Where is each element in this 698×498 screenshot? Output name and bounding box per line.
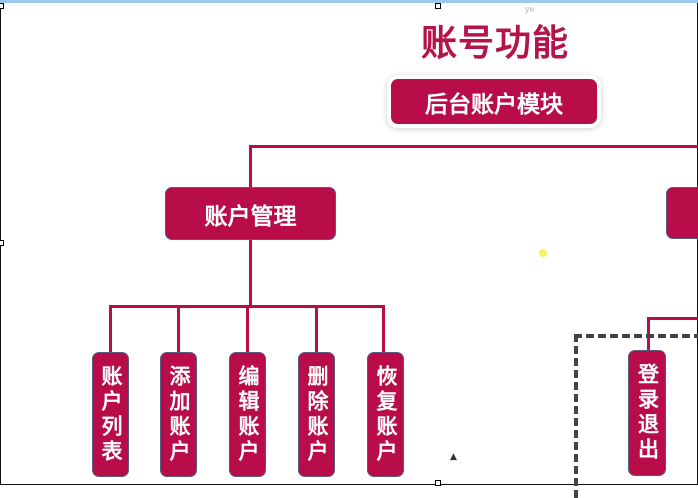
resize-handle[interactable] [435,3,441,9]
branch-node-partial[interactable] [666,187,698,239]
leaf-node[interactable]: 账户列表 [92,352,129,477]
resize-handle[interactable] [435,480,441,486]
leaf-node[interactable]: 编辑账户 [229,352,266,477]
leaf-node[interactable]: 恢复账户 [367,352,404,477]
root-node[interactable]: 后台账户模块 [391,79,597,124]
connector [647,317,698,320]
dashed-group [574,334,698,498]
resize-handle[interactable] [0,240,4,246]
leaf-node[interactable]: 删除账户 [298,352,335,477]
leaf-node[interactable]: 添加账户 [160,352,197,477]
connector [249,145,698,148]
resize-handle[interactable] [0,3,4,9]
pointer-highlight [539,249,547,257]
branch-node-account-management[interactable]: 账户管理 [165,187,336,240]
connector [382,305,385,353]
connector [246,305,249,353]
connector [249,145,252,189]
window-top-bar [0,0,698,3]
connector [177,305,180,353]
leaf-node-login-logout[interactable]: 登录退出 [628,350,666,476]
connector [109,305,112,353]
watermark: ye [525,5,535,14]
diagram-title: 账号功能 [420,23,569,64]
connector [315,305,318,353]
connector [249,239,252,307]
mouse-cursor-icon: ▲ [450,452,457,462]
